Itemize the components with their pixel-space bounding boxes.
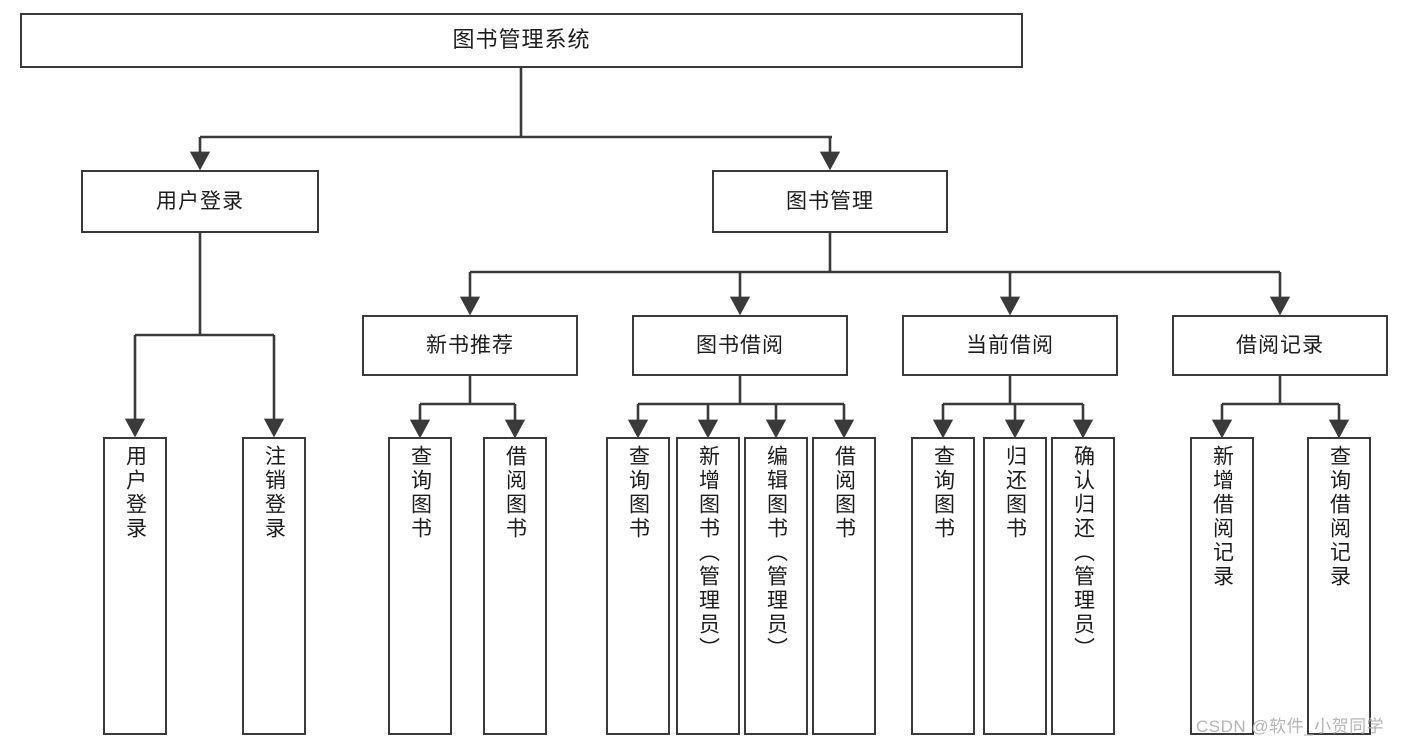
node-leaf-query-book-cur-label: 查询图书 (931, 445, 955, 541)
node-leaf-query-book-rec-label: 查询图书 (408, 445, 432, 541)
node-leaf-add-book[interactable]: 新增图书（管理员） (676, 437, 740, 735)
node-book-manage[interactable]: 图书管理 (712, 170, 948, 233)
node-leaf-add-record-label: 新增借阅记录 (1210, 445, 1234, 589)
node-leaf-query-book-cur[interactable]: 查询图书 (911, 437, 975, 735)
node-new-book-rec[interactable]: 新书推荐 (362, 315, 578, 376)
node-leaf-borrow-book-rec[interactable]: 借阅图书 (483, 437, 547, 735)
node-leaf-return-book-label: 归还图书 (1003, 445, 1027, 541)
node-leaf-query-book-rec[interactable]: 查询图书 (388, 437, 452, 735)
node-leaf-borrow-book-rec-label: 借阅图书 (503, 445, 527, 541)
node-leaf-user-logout-label: 注销登录 (262, 445, 286, 541)
node-user-login-label: 用户登录 (156, 189, 244, 213)
node-book-manage-label: 图书管理 (786, 189, 874, 213)
node-leaf-borrow-book-bor[interactable]: 借阅图书 (812, 437, 876, 735)
node-leaf-edit-book[interactable]: 编辑图书（管理员） (744, 437, 808, 735)
node-leaf-add-record[interactable]: 新增借阅记录 (1190, 437, 1254, 735)
node-leaf-return-book[interactable]: 归还图书 (983, 437, 1047, 735)
node-leaf-query-book-bor-label: 查询图书 (626, 445, 650, 541)
node-leaf-user-logout[interactable]: 注销登录 (242, 437, 306, 735)
node-current-borrow[interactable]: 当前借阅 (902, 315, 1118, 376)
node-root-label: 图书管理系统 (452, 27, 591, 53)
node-leaf-confirm-return-label: 确认归还（管理员） (1071, 445, 1095, 661)
node-user-login[interactable]: 用户登录 (81, 170, 319, 233)
node-leaf-add-book-label: 新增图书（管理员） (696, 445, 720, 661)
node-borrow-record[interactable]: 借阅记录 (1172, 315, 1388, 376)
node-leaf-user-login-label: 用户登录 (123, 445, 147, 541)
csdn-watermark: CSDN @软件_小贺同学 (1196, 717, 1385, 736)
node-leaf-borrow-book-bor-label: 借阅图书 (832, 445, 856, 541)
node-new-book-rec-label: 新书推荐 (426, 333, 514, 357)
node-book-borrow[interactable]: 图书借阅 (632, 315, 848, 376)
node-leaf-confirm-return[interactable]: 确认归还（管理员） (1051, 437, 1115, 735)
node-book-borrow-label: 图书借阅 (696, 333, 784, 357)
node-borrow-record-label: 借阅记录 (1236, 333, 1324, 357)
node-root[interactable]: 图书管理系统 (20, 13, 1023, 68)
node-leaf-query-record-label: 查询借阅记录 (1327, 445, 1351, 589)
node-current-borrow-label: 当前借阅 (966, 333, 1054, 357)
node-leaf-edit-book-label: 编辑图书（管理员） (764, 445, 788, 661)
node-leaf-user-login[interactable]: 用户登录 (103, 437, 167, 735)
node-leaf-query-book-bor[interactable]: 查询图书 (606, 437, 670, 735)
node-leaf-query-record[interactable]: 查询借阅记录 (1307, 437, 1371, 735)
